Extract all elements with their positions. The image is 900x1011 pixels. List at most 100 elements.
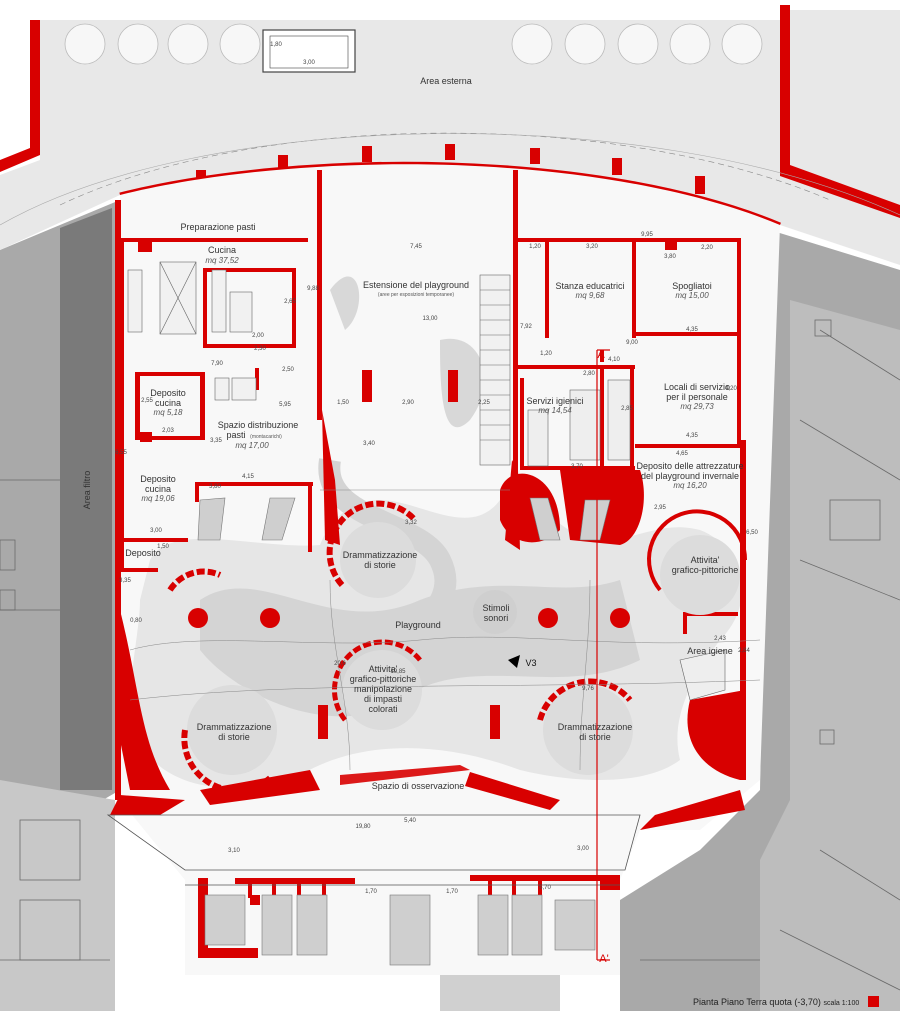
label-stimoli-2: sonori [484,613,509,623]
dim-3-35a: 3,35 [210,438,222,444]
dim-5-95: 5,95 [279,402,291,408]
dim-1-70b: 1,70 [446,889,458,895]
dim-2-25: 2,25 [478,400,490,406]
tree-row [64,23,763,65]
label-cucina-area: mq 37,52 [205,256,239,265]
label-attivita-c-3: manipolazione [354,684,412,694]
dim-6-50: 6,50 [746,530,758,536]
label-attivita-c-4: di impasti [364,694,402,704]
label-deposito: Deposito [125,548,161,558]
view-marker [508,655,520,668]
dim-19-85: 19,85 [390,669,406,675]
dim-3-20: 3,20 [586,244,598,250]
label-estensione-note: (aree per esposizioni temporanee) [378,292,454,298]
label-spogliatoi: Spogliatoi [672,281,712,291]
label-area-filtro: Area filtro [82,471,92,510]
dim-5-70: 5,70 [539,885,551,891]
label-dramm-right-1: Drammatizzazione [558,722,633,732]
dim-3-00-top: 3,00 [303,60,315,66]
dim-2-30: 2,30 [254,346,266,352]
dim-3-70: 3,70 [571,464,583,470]
dim-2-43: 2,43 [714,636,726,642]
label-dramm-left-1: Drammatizzazione [197,722,272,732]
dim-1-80: 1,80 [270,42,282,48]
dim-2-65: 2,65 [284,299,296,305]
dim-1-70a: 1,70 [365,889,377,895]
dim-3-35b: 3,35 [119,578,131,584]
label-deposito-b-1: Deposito [140,474,176,484]
label-dramm-top-2: di storie [364,560,396,570]
label-preparazione: Preparazione pasti [180,222,255,232]
label-area-igiene: Area igiene [687,646,733,656]
dim-4-20: 4,20 [725,386,737,392]
label-attivita-r-2: grafico-pittoriche [672,565,739,575]
label-estensione: Estensione del playground [363,280,469,290]
staircase [479,274,511,466]
label-servizi-area: mq 14,54 [538,406,572,415]
dim-3-32: 3,32 [405,520,417,526]
label-locali-2: per il personale [666,392,728,402]
legend: Pianta Piano Terra quota (-3,70) scala 1… [693,996,879,1007]
dim-1-50b: 1,50 [157,544,169,550]
dim-2-03: 2,03 [162,428,174,434]
dim-7-90: 7,90 [211,361,223,367]
right-building-inner [760,300,900,1011]
left-lower-building [0,780,115,1011]
label-cucina: Cucina [208,245,236,255]
label-spazio-2: pasti [226,430,245,440]
dim-6-55: 6,55 [115,450,127,456]
dim-2-50: 2,50 [282,367,294,373]
dim-3-00b: 3,00 [150,528,162,534]
room-labels: Area esterna Preparazione pasti Cucina m… [82,76,744,965]
label-dramm-left-2: di storie [218,732,250,742]
dim-4-35a: 4,35 [686,327,698,333]
label-osservazione: Spazio di osservazione [372,781,465,791]
dim-3-40: 3,40 [363,441,375,447]
wall-legend-swatch [867,996,879,1007]
dim-9-00: 9,00 [626,340,638,346]
label-deposito-attr-area: mq 16,20 [673,481,707,490]
plan-title: Pianta Piano Terra quota (-3,70) [693,997,821,1007]
dim-3-10: 3,10 [228,848,240,854]
label-area-esterna: Area esterna [420,76,472,86]
dim-3-80: 3,80 [664,254,676,260]
exterior-area [0,5,900,265]
label-spazio-area: mq 17,00 [235,441,269,450]
dim-1-20a: 1,20 [529,244,541,250]
label-locali-area: mq 29,73 [680,402,714,411]
dim-2-55: 2,55 [141,398,153,404]
label-spazio-note: (montacarichi) [250,434,282,440]
section-line [596,349,610,961]
dim-0-80: 0,80 [130,618,142,624]
dim-4-65: 4,65 [676,451,688,457]
dim-9-76: 9,76 [582,686,594,692]
label-spogliatoi-area: mq 15,00 [675,291,709,300]
toilet-fixtures [527,379,726,701]
dim-13-00: 13,00 [422,316,438,322]
activity-circles [167,500,748,794]
dim-7-92: 7,92 [520,324,532,330]
label-deposito-cucina-2: cucina [155,398,181,408]
dim-9-88: 9,88 [307,286,319,292]
dim-2-00: 2,00 [252,333,264,339]
plan-scale: scala 1:100 [823,1000,860,1007]
dim-20-6: 20,6 [334,661,346,667]
dim-3-00c: 3,00 [577,846,589,852]
label-dramm-right-2: di storie [579,732,611,742]
label-section-a: A [597,349,605,361]
label-spazio-1: Spazio distribuzione [218,420,299,430]
dim-9-95: 9,95 [641,232,653,238]
label-view: V3 [525,658,536,668]
dim-7-45: 7,45 [410,244,422,250]
label-attivita-c-1: Attivita' [369,664,398,674]
dimension-labels: 3,00 1,80 7,45 9,95 1,20 3,20 3,80 2,20 … [115,42,758,895]
dim-2-95: 2,95 [654,505,666,511]
label-attivita-r-1: Attivita' [691,555,720,565]
dim-4-10: 4,10 [608,357,620,363]
dim-1-50: 1,50 [337,400,349,406]
label-stanza-area: mq 9,68 [576,291,605,300]
entrance-ramp [440,975,560,1011]
dim-3-80b: 3,80 [209,484,221,490]
label-stimoli-1: Stimoli [482,603,509,613]
label-deposito-cucina-1: Deposito [150,388,186,398]
